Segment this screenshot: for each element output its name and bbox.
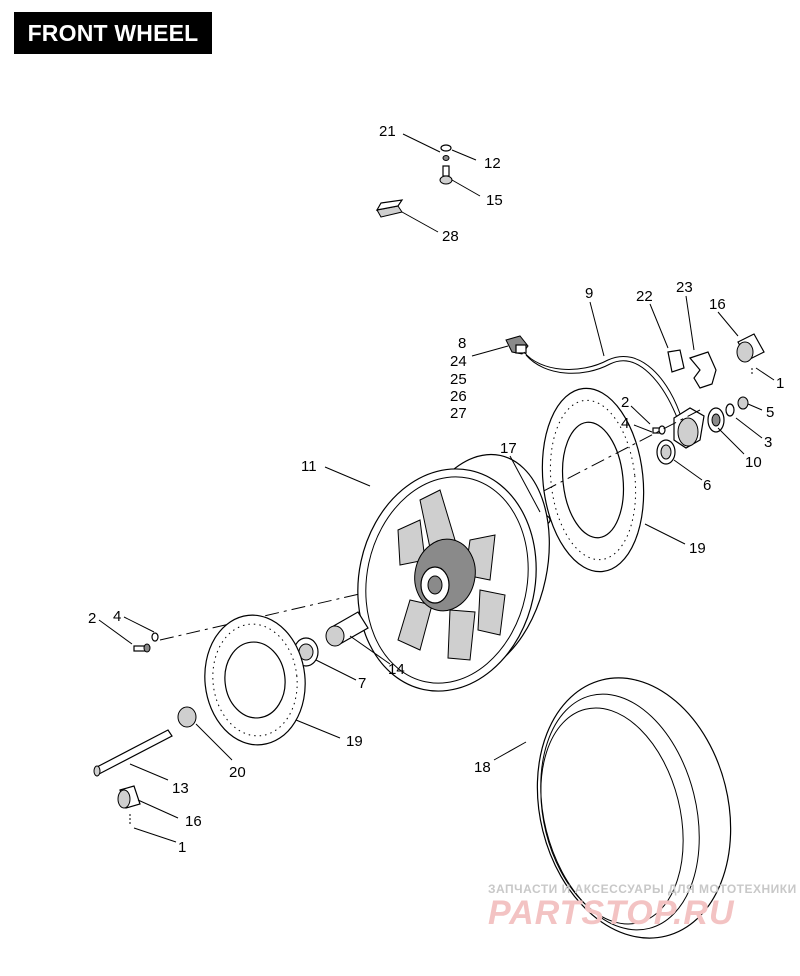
- callout-19-left: 19: [346, 733, 363, 750]
- callout-19-right: 19: [689, 540, 706, 557]
- callout-21: 21: [379, 123, 396, 140]
- tire: [536, 677, 732, 939]
- cable-clip: [667, 349, 685, 373]
- brake-disc-left: [204, 614, 306, 746]
- speed-sensor: [505, 335, 529, 355]
- callout-1-top: 1: [776, 375, 784, 392]
- callout-7: 7: [358, 675, 366, 692]
- cable-bracket: [688, 351, 717, 389]
- bolt-small-right: [652, 425, 666, 435]
- brake-disc-right: [541, 387, 645, 573]
- leader-lines: [98, 133, 775, 843]
- nut-5: [737, 396, 749, 410]
- valve-core: [442, 155, 450, 161]
- callout-8: 8: [458, 335, 466, 352]
- callout-18: 18: [474, 759, 491, 776]
- callout-5: 5: [766, 404, 774, 421]
- spacer-20: [177, 706, 197, 728]
- page-title: FRONT WHEEL: [27, 20, 199, 46]
- callout-11: 11: [301, 458, 317, 475]
- callout-17: 17: [500, 440, 517, 457]
- bolt-left: [133, 632, 159, 653]
- callout-10: 10: [745, 454, 762, 471]
- callout-4-left: 4: [113, 608, 121, 625]
- callout-25: 25: [450, 371, 467, 388]
- washer-3: [725, 403, 735, 417]
- callout-6: 6: [703, 477, 711, 494]
- callout-2-left: 2: [88, 610, 96, 627]
- callout-15: 15: [486, 192, 503, 209]
- callout-27: 27: [450, 405, 467, 422]
- callout-13: 13: [172, 780, 189, 797]
- callout-1-bottom: 1: [178, 839, 186, 856]
- callout-9: 9: [585, 285, 593, 302]
- watermark-caption: ЗАПЧАСТИ И АКСЕССУАРЫ ДЛЯ МОТОТЕХНИКИ: [488, 882, 797, 896]
- callout-22: 22: [636, 288, 653, 305]
- callout-28: 28: [442, 228, 459, 245]
- bearing-right: [656, 439, 676, 465]
- callout-3: 3: [764, 434, 772, 451]
- callout-14: 14: [388, 661, 405, 678]
- callout-23: 23: [676, 279, 693, 296]
- sensor-ring: [673, 407, 705, 449]
- valve-stem: [439, 165, 453, 185]
- callout-12: 12: [484, 155, 501, 172]
- valve-cap: [440, 144, 452, 152]
- watermark-brand: PARTSTOP.RU: [488, 894, 735, 932]
- callout-4-top: 4: [621, 415, 629, 432]
- callout-16-bottom: 16: [185, 813, 202, 830]
- axle-cap-left: [117, 785, 141, 809]
- balance-weight: [375, 199, 404, 218]
- wheel-rim: [357, 453, 550, 692]
- callout-2-top: 2: [621, 394, 629, 411]
- spacer-10: [707, 407, 725, 433]
- callout-16-top: 16: [709, 296, 726, 313]
- front-axle: [93, 729, 173, 777]
- callout-26: 26: [450, 388, 467, 405]
- sensor-cable: [523, 351, 683, 421]
- bearing-spacer: [325, 611, 369, 647]
- axle-cap-right: [736, 333, 765, 363]
- title-box: FRONT WHEEL: [14, 12, 212, 54]
- callout-24: 24: [450, 353, 467, 370]
- callout-20: 20: [229, 764, 246, 781]
